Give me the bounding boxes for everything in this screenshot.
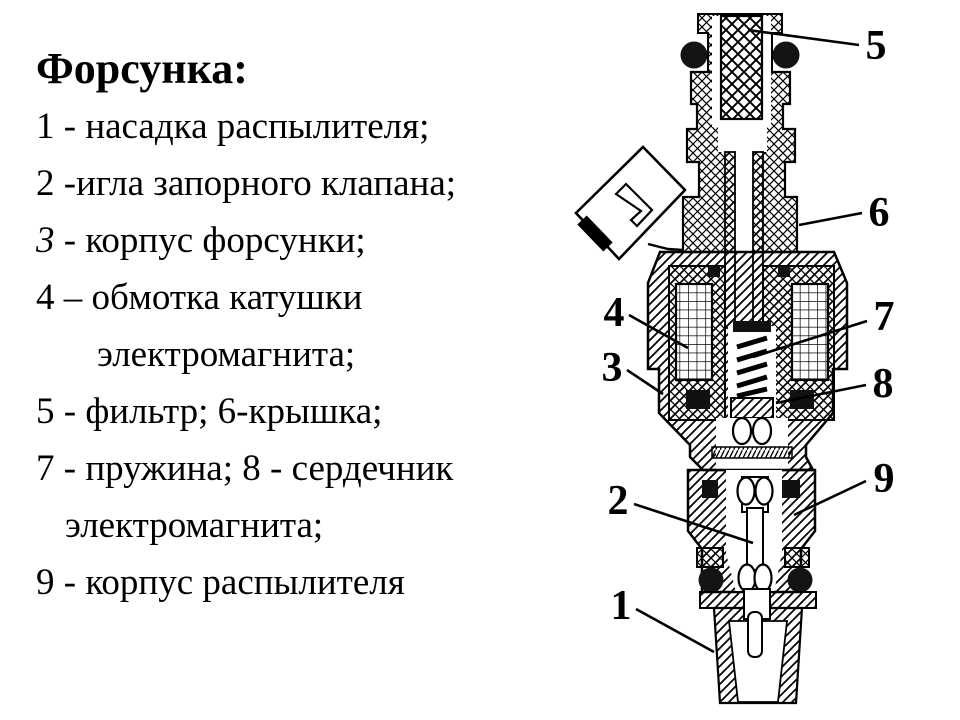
- callouts: 5 6 7 8 9 4 3 2 1: [602, 23, 895, 629]
- needle-valve: [736, 476, 774, 658]
- legend-line-3: 3 - корпус форсунки;: [36, 212, 566, 269]
- valve-transition: [711, 416, 793, 470]
- o-ring-left: [698, 567, 724, 593]
- legend-line-5-6: 5 - фильтр; 6-крышка;: [36, 391, 383, 432]
- spacer-washer: [711, 446, 793, 459]
- legend-line-3-text: - корпус форсунки;: [54, 220, 366, 261]
- callout-4: 4: [604, 290, 625, 336]
- needle-tip: [747, 611, 763, 658]
- legend: Форсунка: 1 - насадка распылителя; 2 -иг…: [36, 40, 566, 611]
- callout-9: 9: [874, 456, 895, 502]
- coil-winding-right: [790, 282, 830, 382]
- legend-line-7-8: 7 - пружина; 8 - сердечник: [36, 448, 454, 489]
- callout-1: 1: [611, 583, 632, 629]
- callout-7: 7: [874, 294, 895, 340]
- top-seal-rings: [680, 41, 800, 69]
- callout-6: 6: [869, 190, 890, 236]
- legend-line-2: 2 -игла запорного клапана;: [36, 163, 457, 204]
- lower-seals: [696, 547, 813, 593]
- legend-line-8b: электромагнита;: [65, 505, 324, 546]
- coil-winding-left: [674, 282, 714, 382]
- o-ring-right: [787, 567, 813, 593]
- legend-line-1: 1 - насадка распылителя;: [36, 106, 430, 147]
- legend-line-3-number: 3: [36, 220, 55, 261]
- seal-block-right: [790, 390, 814, 409]
- page-title: Форсунка:: [36, 44, 248, 93]
- callout-2: 2: [608, 478, 629, 524]
- seal-block-left: [686, 390, 710, 409]
- electrical-connector: [574, 145, 687, 261]
- callout-3: 3: [602, 345, 623, 391]
- injector-diagram: 5 6 7 8 9 4 3 2 1: [555, 0, 960, 720]
- legend-line-9: 9 - корпус распылителя: [36, 562, 405, 603]
- legend-line-4b: электромагнита;: [97, 334, 356, 375]
- fuel-filter: [719, 14, 764, 121]
- electromagnet-core: [730, 397, 774, 419]
- leader-lines: [626, 28, 868, 654]
- legend-line-4: 4 – обмотка катушки: [36, 277, 363, 318]
- callout-8: 8: [873, 361, 894, 407]
- callout-5: 5: [866, 23, 887, 69]
